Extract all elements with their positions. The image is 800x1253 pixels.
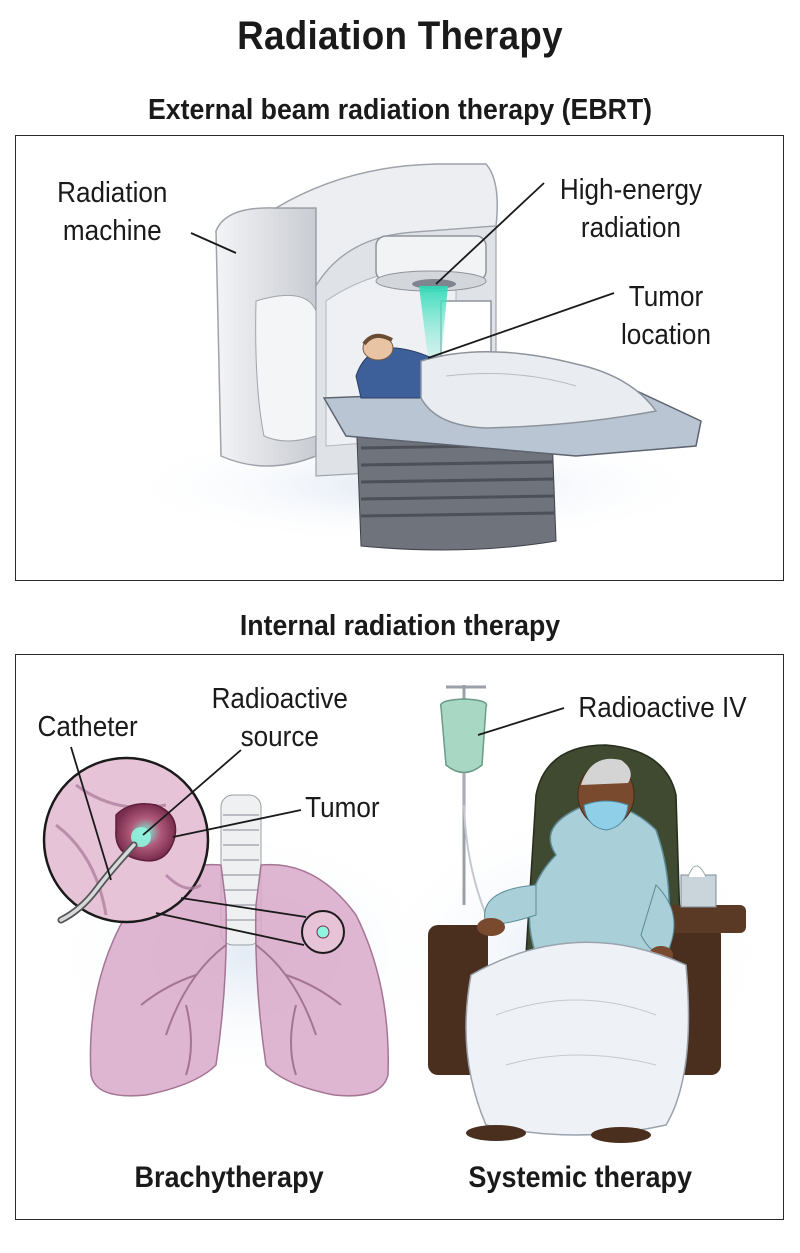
label-radioactive-iv: Radioactive IV xyxy=(578,692,747,724)
label-high-energy-line1: High-energy xyxy=(559,174,703,206)
magnified-tumor-view xyxy=(42,756,345,954)
radiation-beam xyxy=(419,286,448,358)
lungs xyxy=(89,794,389,1097)
internal-panel: Catheter Radioactive source Tumor Radioa… xyxy=(15,654,784,1220)
label-radiation-machine-line2: machine xyxy=(62,215,162,247)
ebrt-heading: External beam radiation therapy (EBRT) xyxy=(147,94,653,126)
label-catheter: Catheter xyxy=(37,711,138,743)
leader-machine xyxy=(190,232,237,254)
leader-iv xyxy=(477,707,565,736)
caption-systemic-therapy: Systemic therapy xyxy=(468,1161,693,1194)
leader-radiation xyxy=(435,182,545,285)
label-radioactive-source-line2: source xyxy=(240,721,319,753)
label-tumor-location-line2: location xyxy=(620,319,711,351)
caption-brachytherapy: Brachytherapy xyxy=(134,1161,324,1194)
label-high-energy-radiation: High-energy radiation xyxy=(560,171,702,247)
leader-catheter xyxy=(70,746,112,881)
label-radioactive-source-line1: Radioactive xyxy=(211,683,348,715)
internal-heading: Internal radiation therapy xyxy=(239,610,561,642)
label-tumor: Tumor xyxy=(305,792,380,824)
label-radiation-machine-line1: Radiation xyxy=(57,177,168,209)
ebrt-illustration xyxy=(116,163,716,551)
label-high-energy-line2: radiation xyxy=(580,212,682,244)
leader-tumor-internal xyxy=(172,809,302,838)
label-tumor-location-line1: Tumor xyxy=(628,281,704,313)
leader-source xyxy=(142,749,242,836)
label-tumor-location: Tumor location xyxy=(621,278,711,354)
ebrt-patient xyxy=(355,333,658,429)
page-title: Radiation Therapy xyxy=(237,14,563,58)
ebrt-panel: Radiation machine High-energy radiation … xyxy=(15,135,784,581)
iv-stand xyxy=(439,685,488,916)
leader-tumor xyxy=(427,292,615,359)
label-radioactive-source: Radioactive source xyxy=(212,680,348,756)
systemic-patient-chair xyxy=(428,744,746,1143)
internal-illustration xyxy=(42,685,776,1143)
label-radiation-machine: Radiation machine xyxy=(57,174,167,250)
